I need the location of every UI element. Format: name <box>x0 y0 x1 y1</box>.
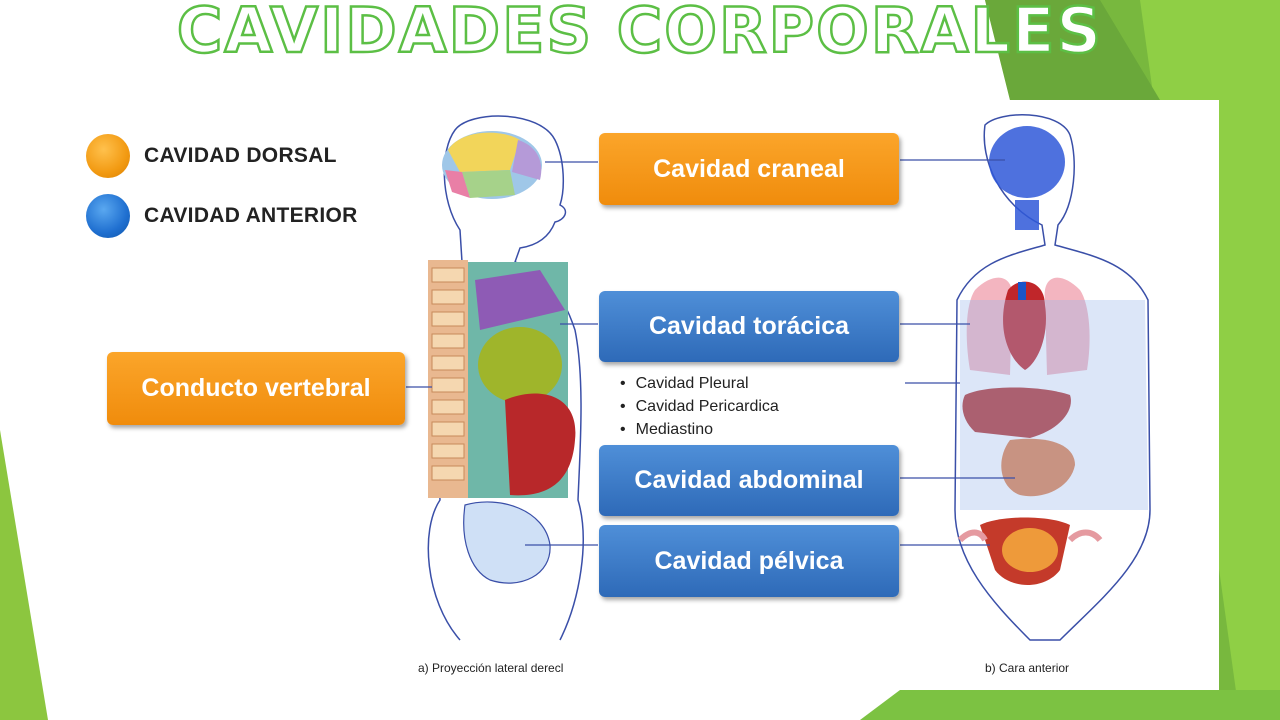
list-item: Mediastino <box>620 418 779 441</box>
list-item: Cavidad Pericardica <box>620 395 779 418</box>
legend: CAVIDAD DORSAL CAVIDAD ANTERIOR <box>86 133 358 253</box>
brain-icon <box>442 131 542 199</box>
conducto-vertebral-box: Conducto vertebral <box>107 352 405 425</box>
heart-icon <box>1003 281 1046 370</box>
cavidad-pelvica-box: Cavidad pélvica <box>599 525 899 597</box>
thoracic-subdivision-list: Cavidad Pleural Cavidad Pericardica Medi… <box>620 372 779 441</box>
pelvis-lateral <box>463 501 551 584</box>
blue-circle-icon <box>86 194 130 238</box>
anterior-body-figure <box>954 114 1151 641</box>
caption-lateral: a) Proyección lateral derecl <box>418 661 564 675</box>
legend-item-dorsal: CAVIDAD DORSAL <box>86 133 358 179</box>
stomach-intestine-icon <box>1001 438 1075 497</box>
orange-circle-icon <box>86 134 130 178</box>
list-item: Cavidad Pleural <box>620 372 779 395</box>
bladder-uterus-icon <box>957 517 1103 585</box>
caption-anterior: b) Cara anterior <box>985 661 1070 675</box>
cavidad-craneal-box: Cavidad craneal <box>599 133 899 205</box>
slide-title: CAVIDADES CORPORALES <box>176 0 1104 68</box>
cavidad-abdominal-box: Cavidad abdominal <box>599 445 899 516</box>
lateral-organs <box>468 262 576 498</box>
head-cavity-anterior <box>989 126 1065 230</box>
lungs-icon <box>966 277 1090 375</box>
spine-icon <box>428 260 468 498</box>
liver-icon <box>962 387 1071 438</box>
anterior-cavity-shading <box>960 300 1148 510</box>
cavidad-toracica-box: Cavidad torácica <box>599 291 899 362</box>
anatomy-illustration <box>406 114 1151 641</box>
connector-lines <box>406 159 1015 546</box>
legend-label-anterior: CAVIDAD ANTERIOR <box>144 204 358 227</box>
legend-item-anterior: CAVIDAD ANTERIOR <box>86 193 358 239</box>
legend-label-dorsal: CAVIDAD DORSAL <box>144 144 337 167</box>
